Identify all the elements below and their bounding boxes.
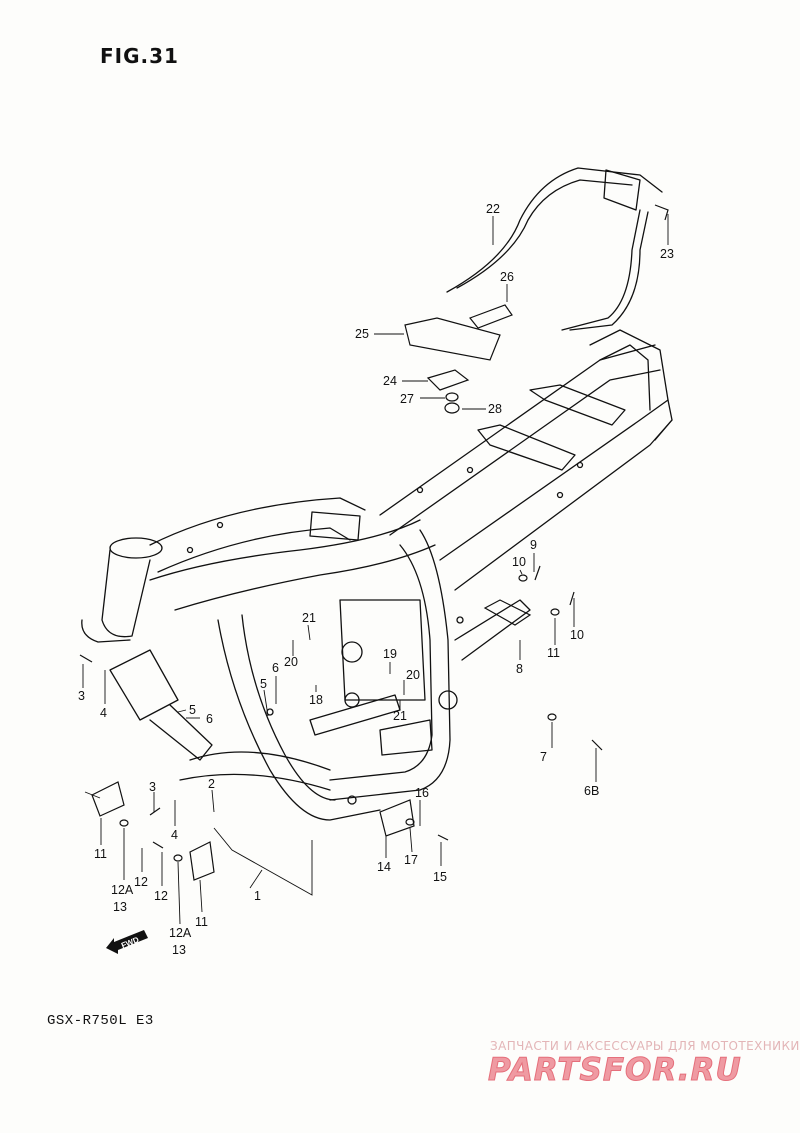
callout-20-left: 20 [284,655,298,669]
lower-brackets [79,654,449,881]
callout-28: 28 [488,402,502,416]
callout-3-upper: 3 [78,689,85,703]
watermark-tagline: ЗАПЧАСТИ И АКСЕССУАРЫ ДЛЯ МОТОТЕХНИКИ [490,1039,800,1053]
callout-4-upper: 4 [100,706,107,720]
callout-19: 19 [383,647,397,661]
watermark-logo: PARTSFOR.RU [488,1052,742,1089]
callout-4-lower: 4 [171,828,178,842]
fwd-arrow-icon: FWD [106,930,148,954]
callout-3-lower: 3 [149,780,156,794]
callout-12-right: 12 [154,889,168,903]
callout-8: 9 [530,538,537,552]
callout-10-lower: 11 [547,646,560,660]
callout-21-lower: 21 [393,709,407,723]
callout-6-lower: 6 [206,712,213,726]
tail-rail-22 [446,167,663,331]
callout-16: 16 [415,786,429,800]
callout-5-left: 5 [189,703,196,717]
callout-22: 22 [486,202,500,216]
callout-5-right: 5 [260,677,267,691]
callout-24: 24 [383,374,397,388]
callout-20-right: 20 [406,668,420,682]
fwd-label: FWD [120,935,140,950]
callout-7: 8 [516,662,523,676]
model-label: GSX-R750L E3 [47,1013,154,1029]
callout-numbers: 22 23 26 25 24 27 28 9 10 10 11 8 7 6B 2… [78,202,674,957]
figure-title: FIG.31 [100,44,179,68]
callout-10-upper: 10 [512,555,526,569]
callout-11-left: 11 [94,847,107,861]
callout-11-right: 11 [195,915,208,929]
small-parts [404,204,669,414]
callout-12A-left: 12A [111,883,134,897]
callout-2: 2 [208,777,215,791]
right-bracket-7 [483,565,603,751]
callout-18: 18 [309,693,323,707]
callout-6B: 7 [540,750,547,764]
callout-26: 26 [500,270,514,284]
callout-13-left: 13 [113,900,127,914]
callout-25: 25 [355,327,369,341]
callout-15: 15 [433,870,447,884]
callout-23: 23 [660,247,674,261]
callout-21-upper: 21 [302,611,316,625]
callout-17: 17 [404,853,418,867]
callout-27: 27 [400,392,414,406]
callout-6-upper: 6 [272,661,279,675]
callout-12A-right: 12A [169,926,192,940]
main-frame [81,329,673,821]
callout-9: 10 [570,628,584,642]
callout-13-right: 13 [172,943,186,957]
callout-6A: 6B [584,784,599,798]
callout-14: 14 [377,860,391,874]
callout-1: 1 [254,889,261,903]
callout-12-left: 12 [134,875,148,889]
leader-lines [82,214,669,925]
